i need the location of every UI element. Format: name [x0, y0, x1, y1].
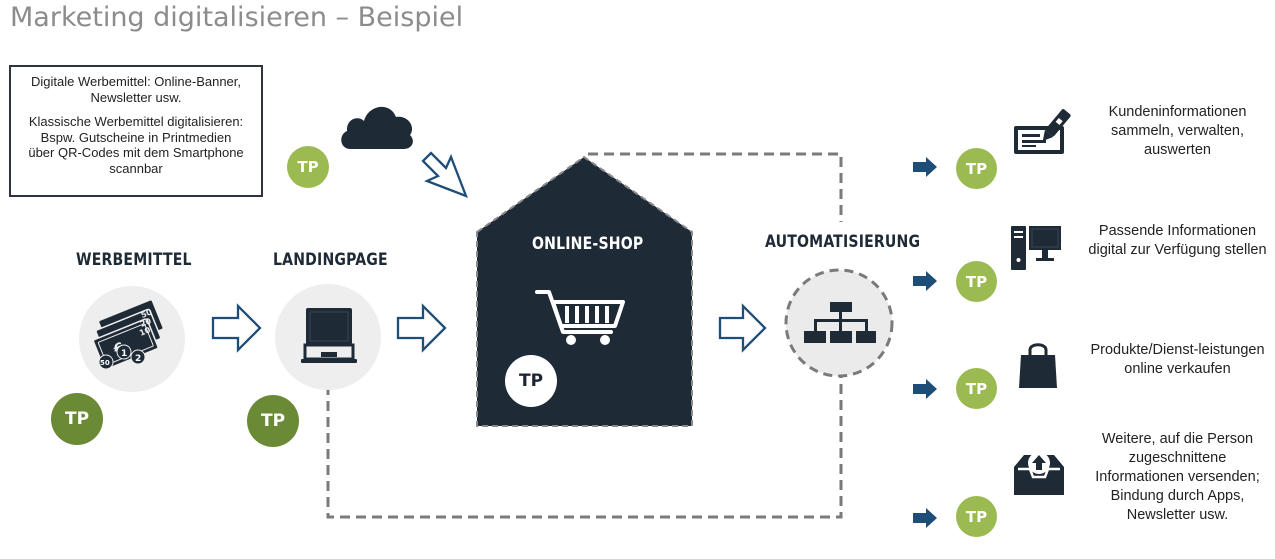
output-arrow-4	[913, 508, 937, 528]
coin-1: 1	[121, 349, 127, 359]
output-arrow-1	[913, 157, 937, 177]
shopping-bag-icon	[1019, 343, 1057, 388]
flow-arrow-1	[211, 303, 262, 353]
tp-badge-output-3: TP	[956, 368, 997, 409]
tp-badge-cloud: TP	[287, 146, 329, 188]
output-text-1: Kundeninformationen sammeln, verwalten, …	[1108, 104, 1247, 158]
output-arrow-2	[913, 271, 937, 291]
coin-50: 50	[100, 359, 110, 367]
tp-badge-landingpage: TP	[247, 395, 299, 447]
coin-2: 2	[135, 354, 141, 364]
bill-10: 10	[138, 325, 152, 338]
flow-arrow-3	[718, 303, 767, 353]
desktop-computer-icon	[1011, 226, 1061, 270]
note-text-digital: Digitale Werbemittel: Online-Banner, New…	[30, 74, 242, 105]
bill-50: 50	[140, 307, 154, 320]
dashed-loop	[326, 152, 843, 519]
note-text-classic: Klassische Werbemittel digitalisieren: B…	[28, 114, 244, 176]
automatisierung-heading: AUTOMATISIERUNG	[765, 232, 921, 252]
cloud-icon	[341, 106, 413, 149]
page-title: Marketing digitalisieren – Beispiel	[10, 2, 464, 33]
onlineshop-heading: ONLINE-SHOP	[532, 234, 644, 254]
laptop-icon	[301, 308, 357, 363]
flow-arrow-2	[396, 303, 447, 353]
tp-badge-onlineshop: TP	[505, 355, 557, 407]
output-arrow-3	[913, 379, 937, 399]
shopping-cart-icon	[535, 290, 625, 345]
cloud-arrow	[421, 151, 469, 199]
contract-signing-icon	[1014, 109, 1071, 154]
bill-20: 20	[139, 316, 153, 329]
output-text-3: Produkte/Dienst-leistungen online verkau…	[1090, 342, 1265, 377]
inbox-upload-icon	[1014, 452, 1064, 495]
tp-badge-werbemittel: TP	[51, 393, 103, 445]
tp-badge-output-2: TP	[956, 261, 997, 302]
note-box: Digitale Werbemittel: Online-Banner, New…	[9, 65, 263, 197]
output-text-2: Passende Informationen digital zur Verfü…	[1088, 223, 1267, 258]
tp-badge-output-1: TP	[956, 148, 997, 189]
output-text-4: Weitere, auf die Person zugeschnittene I…	[1095, 431, 1260, 523]
landingpage-heading: LANDINGPAGE	[273, 250, 388, 270]
werbemittel-heading: WERBEMITTEL	[76, 250, 192, 270]
money-icon: € 50 20 10 1 2 50	[92, 299, 164, 371]
tp-badge-output-4: TP	[956, 496, 997, 537]
hierarchy-icon	[804, 302, 876, 343]
